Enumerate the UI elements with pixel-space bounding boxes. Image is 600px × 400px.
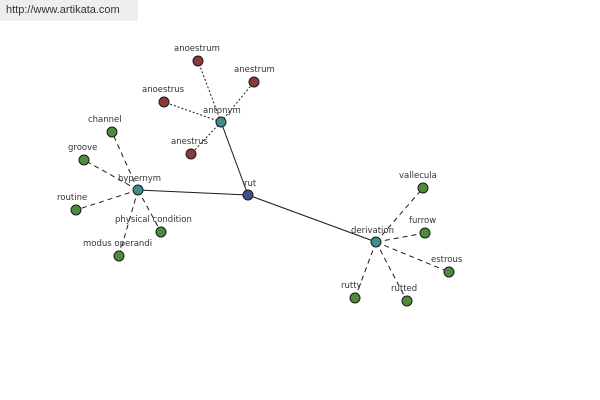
node-dot[interactable] [78,154,90,166]
edge-derivation-rutty [354,241,377,299]
edge-derivation-estrous [375,241,450,273]
edge-rut-derivation [247,194,377,243]
node-label: anestrum [234,65,275,75]
node-label: antonym [203,106,241,116]
leaf-node-anestrum[interactable]: anestrum [234,65,275,88]
edge-derivation-vallecula [375,187,424,243]
leaf-node-anestrus[interactable]: anestrus [171,137,208,160]
edge-rut-hypernym [137,189,249,196]
node-dot[interactable] [106,126,118,138]
node-label: estrous [431,255,463,265]
node-dot[interactable] [215,116,227,128]
node-dot[interactable] [113,250,125,262]
leaf-node-physical-condition[interactable]: physical condition [115,215,192,238]
node-label: rut [244,179,257,189]
node-dot[interactable] [443,266,455,278]
edge-hypernym-groove [83,159,139,191]
url-link[interactable]: http://www.artikata.com [6,4,120,16]
leaf-node-anoestrum[interactable]: anoestrum [174,44,220,67]
node-label: anoestrum [174,44,220,54]
node-dot[interactable] [242,189,254,201]
node-label: rutted [391,284,417,294]
edge-derivation-rutted [375,241,408,302]
edge-hypernym-modus-operandi [118,189,139,257]
hub-node-derivation[interactable]: derivation [351,226,394,248]
node-label: vallecula [399,171,437,181]
leaf-node-rutty[interactable]: rutty [341,281,362,304]
node-label: modus operandi [83,239,152,249]
edge-rut-antonym [220,121,249,196]
node-dot[interactable] [158,96,170,108]
edge-hypernym-routine [75,189,139,211]
node-label: anestrus [171,137,208,147]
node-dot[interactable] [248,76,260,88]
node-label: physical condition [115,215,192,225]
node-dot[interactable] [70,204,82,216]
node-label: anoestrus [142,85,185,95]
leaf-node-estrous[interactable]: estrous [431,255,463,278]
edge-antonym-anestrum [220,81,255,123]
node-dot[interactable] [155,226,167,238]
node-dot[interactable] [370,236,382,248]
leaf-node-vallecula[interactable]: vallecula [399,171,437,194]
node-dot[interactable] [419,227,431,239]
edge-hypernym-channel [111,131,139,191]
node-dot[interactable] [349,292,361,304]
node-label: groove [68,143,97,153]
edge-hypernym-physical-condition [137,189,162,233]
node-label: furrow [409,216,436,226]
leaf-node-anoestrus[interactable]: anoestrus [142,85,185,108]
node-dot[interactable] [132,184,144,196]
hub-node-hypernym[interactable]: hypernym [118,174,161,196]
node-label: hypernym [118,174,161,184]
graph-edges [75,60,450,302]
leaf-node-rutted[interactable]: rutted [391,284,417,307]
leaf-node-routine[interactable]: routine [57,193,87,216]
leaf-node-modus-operandi[interactable]: modus operandi [83,239,152,262]
edge-antonym-anoestrum [197,60,222,123]
node-dot[interactable] [185,148,197,160]
hub-node-antonym[interactable]: antonym [203,106,241,128]
leaf-node-groove[interactable]: groove [68,143,97,166]
node-dot[interactable] [192,55,204,67]
node-label: derivation [351,226,394,236]
leaf-node-furrow[interactable]: furrow [409,216,436,239]
node-label: routine [57,193,87,203]
url-banner: http://www.artikata.com [0,0,138,21]
node-dot[interactable] [417,182,429,194]
leaf-node-channel[interactable]: channel [88,115,122,138]
edge-antonym-anestrus [190,121,222,155]
node-dot[interactable] [401,295,413,307]
node-label: channel [88,115,122,125]
center-node-rut[interactable]: rut [242,179,257,201]
node-label: rutty [341,281,362,291]
graph-nodes: anoestrum anestrum anoestrus anestrus channe… [57,44,463,307]
